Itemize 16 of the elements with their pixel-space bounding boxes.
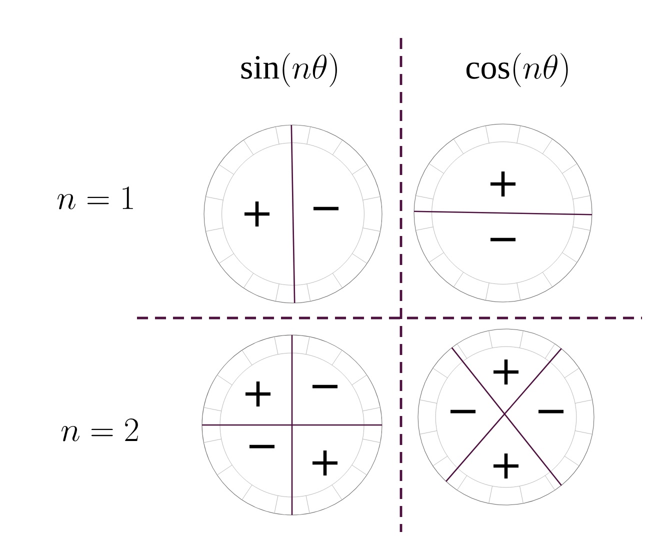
sign-symbol: +: [493, 453, 519, 479]
column-heading: $\sin(n\theta)$: [241, 53, 337, 87]
sign-symbol: +: [312, 450, 338, 476]
sign-symbol: +: [244, 201, 270, 227]
sign-symbol: +: [493, 359, 519, 385]
row-label: $n=1$: [58, 186, 133, 210]
sign-symbol: +: [245, 381, 270, 407]
sign-symbol: −: [249, 444, 274, 448]
sign-symbol: −: [313, 206, 339, 210]
column-heading: $\cos(n\theta)$: [466, 53, 568, 87]
row-label: $n=2$: [62, 418, 138, 442]
sign-symbol: +: [490, 171, 516, 197]
sign-symbol: −: [490, 238, 516, 242]
sign-symbol: −: [450, 410, 476, 414]
sign-symbol: −: [538, 410, 564, 414]
sign-symbol: −: [312, 384, 338, 388]
